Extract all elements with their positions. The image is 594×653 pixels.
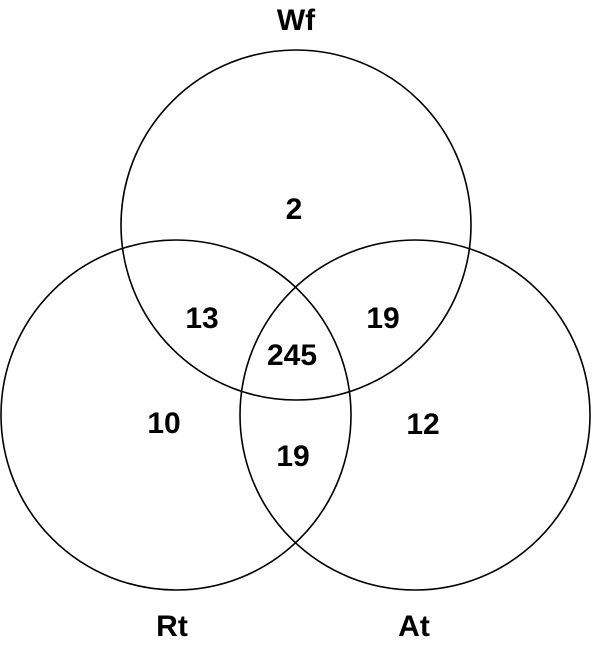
count-wf-rt-at: 245 — [267, 339, 317, 372]
set-label-at: At — [398, 610, 430, 643]
circle-rt — [0, 239, 352, 591]
set-label-wf: Wf — [277, 4, 316, 37]
set-label-rt: Rt — [156, 610, 188, 643]
count-at-only: 12 — [406, 408, 439, 441]
count-wf-only: 2 — [286, 193, 303, 226]
circle-wf — [120, 49, 472, 401]
count-rt-at: 19 — [276, 440, 309, 473]
circle-at — [239, 239, 591, 591]
count-rt-only: 10 — [147, 407, 180, 440]
count-wf-at: 19 — [366, 302, 399, 335]
count-wf-rt: 13 — [185, 302, 218, 335]
